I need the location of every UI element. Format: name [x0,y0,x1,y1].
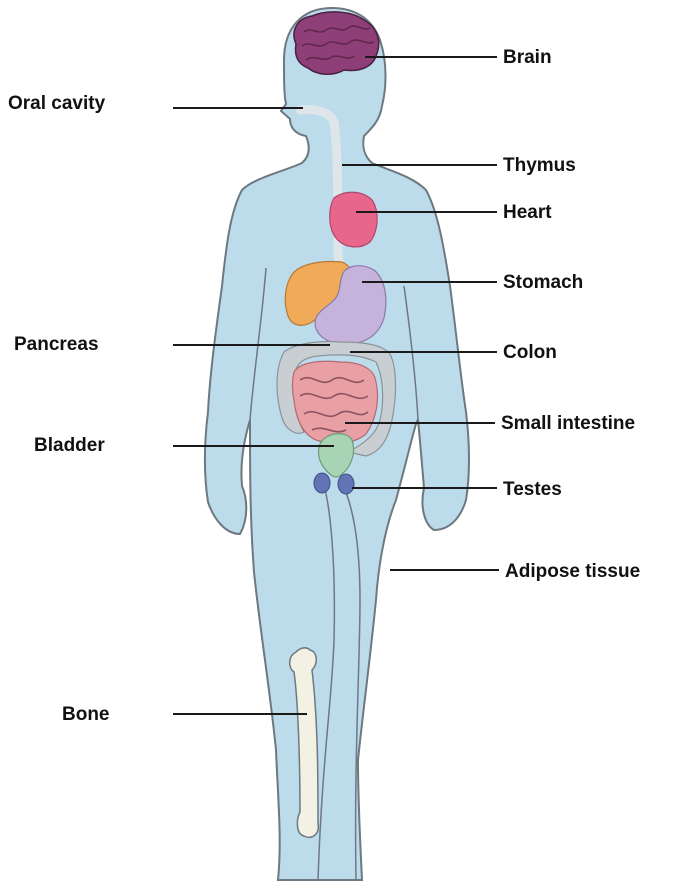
label-stomach: Stomach [503,273,583,292]
label-bone: Bone [62,705,110,724]
label-brain: Brain [503,48,552,67]
label-heart: Heart [503,203,552,222]
label-colon: Colon [503,343,557,362]
testis-right-shape [338,474,354,494]
label-bladder: Bladder [34,436,105,455]
heart-shape [330,192,377,247]
label-testes: Testes [503,480,562,499]
label-oral-cavity: Oral cavity [8,94,105,113]
label-thymus: Thymus [503,156,576,175]
label-small-intestine: Small intestine [501,414,635,433]
testis-left-shape [314,473,330,493]
label-adipose-tissue: Adipose tissue [505,562,640,581]
label-pancreas: Pancreas [14,335,99,354]
